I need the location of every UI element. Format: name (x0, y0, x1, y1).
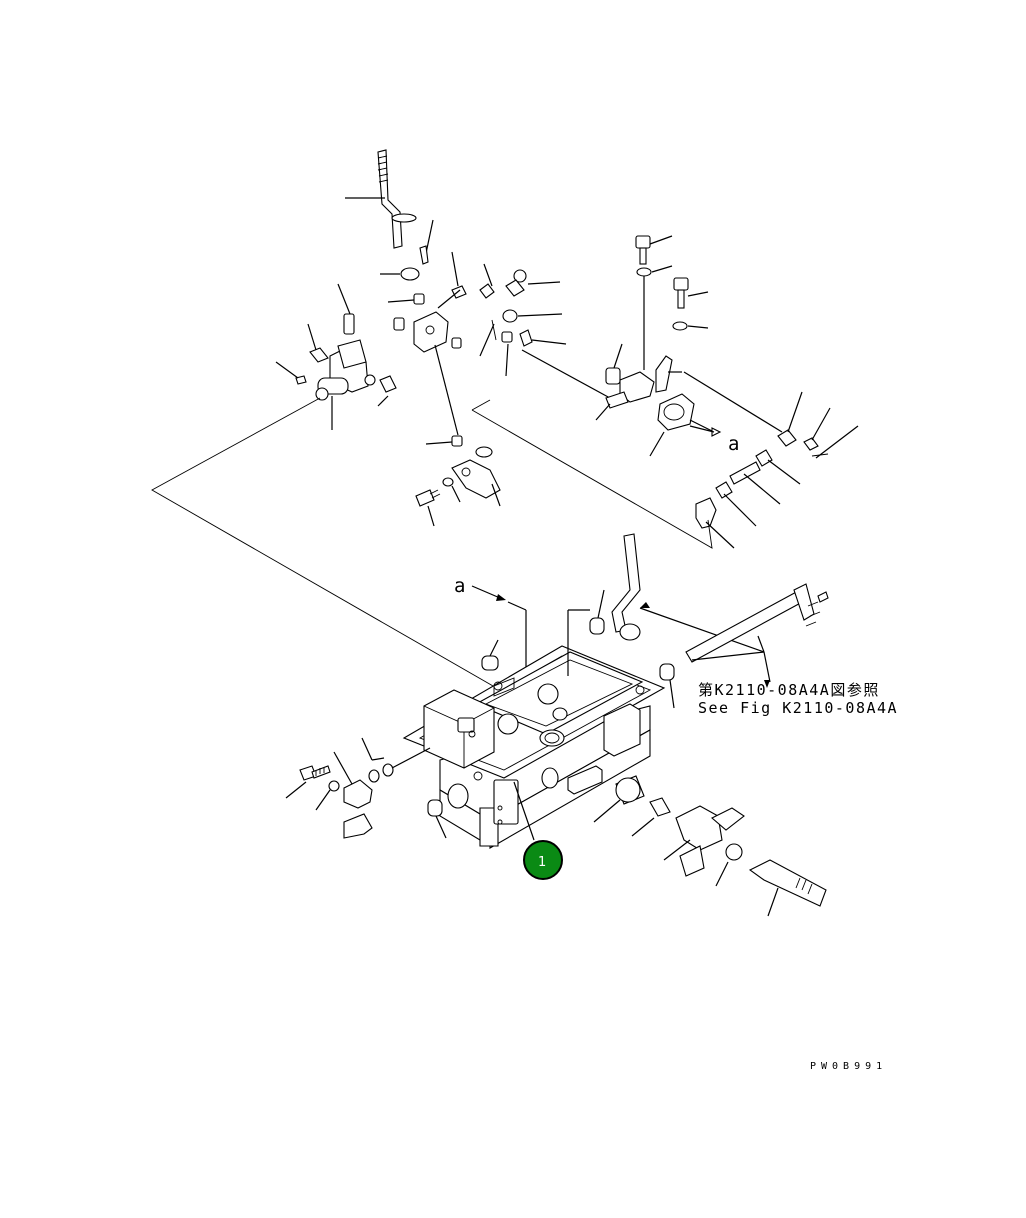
threaded-rod (345, 149, 434, 265)
cross-block (413, 289, 461, 436)
link-plate (415, 435, 501, 527)
bent-rod (611, 533, 765, 653)
reference-note-jp: 第K2110-08A4A図参照 (698, 681, 880, 699)
clevis-arm (595, 343, 783, 457)
leader-lines (151, 397, 713, 691)
view-label-lower: a (454, 575, 466, 597)
adjuster-rod (695, 391, 859, 549)
upper-lever-assembly (275, 149, 611, 527)
figure-reference-note: 第K2110-08A4A図参照 See Fig K2110-08A4A (698, 681, 898, 717)
lever-bracket (275, 283, 397, 430)
washers-and-nuts (380, 251, 467, 349)
lower-right-parts (593, 775, 827, 917)
view-label-upper: a (728, 433, 740, 455)
ball-joint-group (479, 263, 611, 399)
lower-left-parts (285, 737, 431, 839)
drawing-code: PW0B991 (810, 1061, 887, 1072)
bolts-top-right (635, 235, 709, 370)
reference-note-en: See Fig K2110-08A4A (698, 699, 898, 717)
straight-rod (685, 583, 829, 688)
callout-number: 1 (538, 855, 546, 870)
callout-1[interactable]: 1 (513, 781, 563, 880)
main-housing (402, 645, 666, 849)
housing-sleeves (427, 589, 675, 839)
view-arrow-upper: a (689, 425, 740, 455)
right-linkage-assembly (595, 235, 859, 549)
